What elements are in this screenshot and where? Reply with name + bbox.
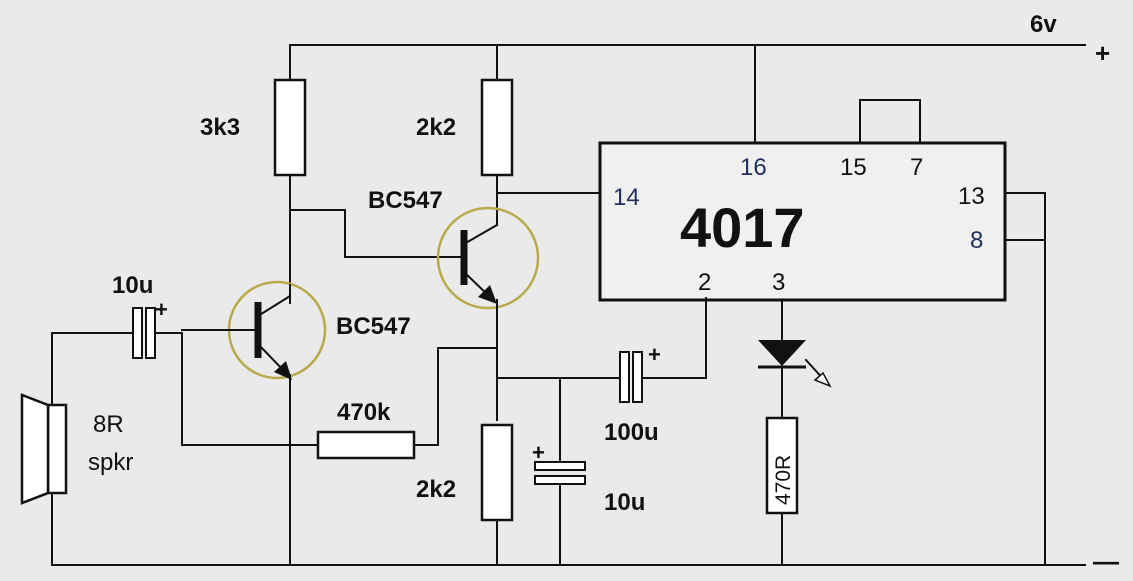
c-10u-bottom-label: 10u (604, 489, 645, 516)
r-470r: 470R (765, 416, 799, 566)
c-10u-input-plus: + (155, 297, 168, 322)
pin-2-label: 2 (698, 269, 711, 296)
pin-15-label: 15 (840, 154, 867, 181)
resistor-2k2-top-body (480, 78, 514, 177)
transistor-q2 (436, 206, 540, 421)
q1-label: BC547 (336, 313, 411, 340)
r-3k3 (273, 44, 307, 304)
pin-8-label: 8 (970, 227, 983, 254)
resistor-470k-body (316, 430, 416, 460)
c-100u-label: 100u (604, 419, 659, 446)
supply-voltage-label: 6v (1030, 11, 1057, 38)
led-icon (758, 340, 806, 366)
ic-body (598, 141, 1007, 302)
capacitor-10u-bottom (534, 377, 586, 566)
speaker-8r (20, 332, 68, 566)
pin-16-label: 16 (740, 154, 767, 181)
resistor-3k3-label: 3k3 (200, 114, 240, 141)
resistor-2k2-bottom-label: 2k2 (416, 476, 456, 503)
ic-name: 4017 (680, 196, 805, 259)
r-2k2-top (480, 44, 601, 226)
r-2k2-bottom (480, 423, 514, 566)
q2-label: BC547 (368, 187, 443, 214)
capacitor-10u-input (51, 307, 183, 359)
resistor-470r-body (765, 416, 799, 515)
c-10u-bottom-plus: + (532, 440, 545, 465)
transistor-q1 (181, 280, 327, 566)
r-470k (181, 332, 498, 460)
led (758, 299, 832, 419)
speaker-label-2: spkr (88, 449, 133, 476)
resistor-2k2-top-label: 2k2 (416, 114, 456, 141)
resistor-470r-label: 470R (772, 455, 795, 505)
speaker-label-1: 8R (93, 411, 124, 438)
positive-sign: + (1095, 38, 1110, 68)
c-10u-input-label: 10u (112, 272, 153, 299)
pin-7-label: 7 (910, 154, 923, 181)
ic-4017 (598, 44, 1046, 566)
c-100u-plus: + (648, 342, 661, 367)
supply-rails (51, 44, 1086, 566)
resistor-3k3-body (273, 78, 307, 177)
capacitor-100u (619, 297, 707, 403)
negative-sign: — (1093, 546, 1119, 576)
resistor-470k-label: 470k (337, 399, 391, 426)
resistor-2k2-bottom-body (480, 423, 514, 522)
pin-13-label: 13 (958, 183, 985, 210)
pin-14-label: 14 (613, 184, 640, 211)
pin-3-label: 3 (772, 269, 785, 296)
